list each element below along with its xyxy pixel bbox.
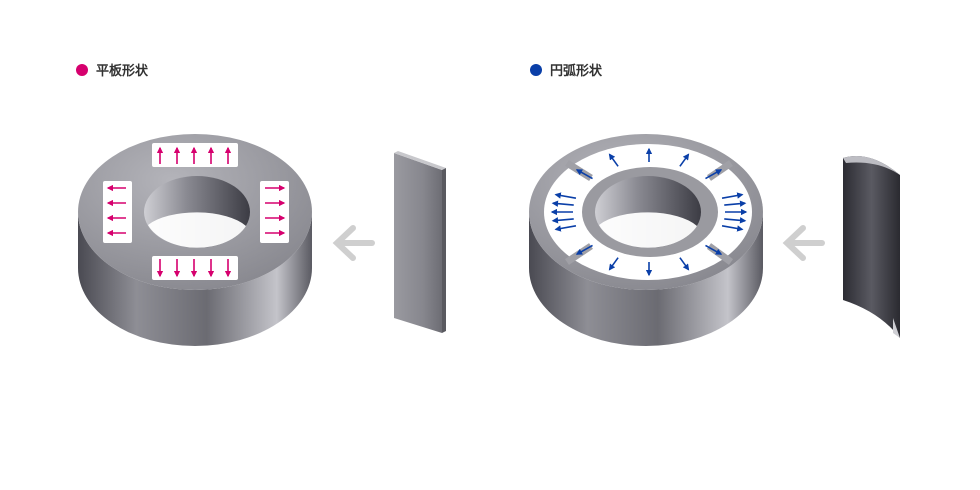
magnetization-arrow-radial (724, 200, 747, 207)
legend-arc-dot (530, 63, 542, 76)
legend-flat-shape: 平板形状 (76, 60, 148, 79)
magnetization-arrow-radial (679, 257, 690, 271)
magnetization-arrow-radial (575, 169, 593, 180)
magnetization-arrow-radial (608, 153, 619, 167)
insert-arrow-icon (332, 225, 375, 261)
magnetization-arrow-radial (705, 169, 723, 180)
legend-flat-text: 平板形状 (96, 64, 149, 79)
flat-magnet-ring (78, 134, 312, 346)
magnetization-arrow-radial (575, 244, 593, 255)
magnetization-arrow-radial (721, 224, 744, 232)
magnetization-arrow-radial (551, 217, 574, 224)
magnetization-arrow-radial (679, 153, 690, 167)
arc-magnet-ring (529, 134, 763, 346)
magnetization-arrow-radial (554, 192, 577, 200)
magnetization-arrow-radial (724, 217, 747, 224)
legend-flat-dot (76, 63, 88, 76)
legend-arc-text: 円弧形状 (550, 64, 603, 79)
magnetization-arrow-radial (554, 224, 577, 232)
arc-magnet-shell (843, 156, 900, 338)
insert-arrow-icon (782, 225, 825, 261)
magnetization-arrow-radial (551, 200, 574, 207)
magnetization-arrow-radial (705, 244, 723, 255)
legend-arc-shape: 円弧形状 (530, 60, 602, 79)
magnetization-arrow-radial (721, 192, 744, 200)
magnetization-arrow-radial (608, 257, 619, 271)
flat-magnet-plate (394, 151, 446, 333)
